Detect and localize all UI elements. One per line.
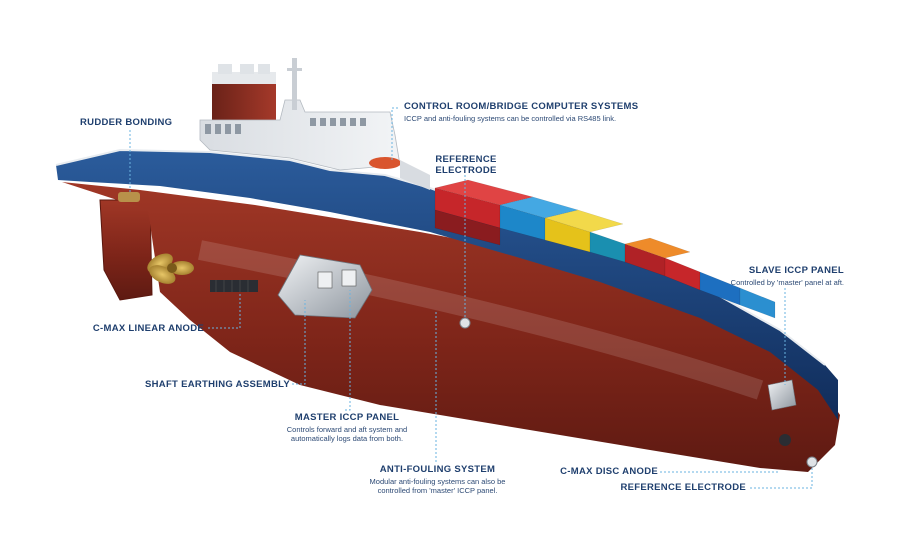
reference-electrode-top-device	[459, 317, 471, 329]
rudder-bonding-device	[118, 192, 140, 202]
callout-master-iccp: MASTER ICCP PANEL Controls forward and a…	[272, 412, 422, 443]
control-room-description: ICCP and anti-fouling systems can be con…	[404, 114, 617, 123]
callout-linear-anode: C-MAX LINEAR ANODE	[60, 323, 204, 334]
slave-iccp-description: Controlled by 'master' panel at aft.	[730, 278, 844, 287]
slave-iccp-label: SLAVE ICCP PANEL	[748, 265, 844, 276]
anti-fouling-description: Modular anti-fouling systems can also be…	[369, 477, 506, 495]
master-iccp-device	[317, 271, 333, 289]
callout-shaft-earthing: SHAFT EARTHING ASSEMBLY	[120, 379, 290, 390]
reference-electrode-bottom-label: REFERENCE ELECTRODE	[620, 482, 746, 493]
slave-iccp-cutaway	[767, 379, 797, 411]
mast	[292, 58, 297, 110]
leader-lines	[129, 107, 813, 489]
linear-anode-device	[210, 280, 258, 292]
linear-anode-label: C-MAX LINEAR ANODE	[92, 323, 204, 334]
shaft-earthing-label: SHAFT EARTHING ASSEMBLY	[144, 379, 290, 390]
callout-control-room: CONTROL ROOM/BRIDGE COMPUTER SYSTEMS ICC…	[404, 101, 664, 123]
callout-reference-electrode-bottom: REFERENCE ELECTRODE	[600, 482, 746, 493]
rudder	[99, 199, 153, 301]
callout-disc-anode: C-MAX DISC ANODE	[540, 466, 658, 477]
master-iccp-description: Controls forward and aft system and auto…	[286, 425, 408, 443]
callout-slave-iccp: SLAVE ICCP PANEL Controlled by 'master' …	[698, 265, 844, 287]
funnel	[212, 82, 276, 120]
containers	[434, 179, 776, 319]
reference-electrode-top-label: REFERENCE ELECTRODE	[435, 154, 497, 176]
callout-anti-fouling: ANTI-FOULING SYSTEM Modular anti-fouling…	[360, 464, 515, 495]
callout-rudder-bonding: RUDDER BONDING	[80, 117, 172, 128]
control-room-label: CONTROL ROOM/BRIDGE COMPUTER SYSTEMS	[404, 101, 639, 112]
anti-fouling-label: ANTI-FOULING SYSTEM	[379, 464, 496, 475]
disc-anode-device	[779, 434, 791, 446]
propeller	[147, 253, 194, 284]
rudder-bonding-label: RUDDER BONDING	[80, 117, 173, 128]
disc-anode-label: C-MAX DISC ANODE	[560, 466, 658, 477]
hull-red	[62, 182, 840, 472]
superstructure	[199, 99, 401, 171]
reference-electrode-bottom-device	[806, 456, 818, 468]
master-iccp-label: MASTER ICCP PANEL	[294, 412, 400, 423]
lifeboat	[369, 157, 401, 169]
callout-reference-electrode-top: REFERENCE ELECTRODE	[428, 154, 504, 176]
